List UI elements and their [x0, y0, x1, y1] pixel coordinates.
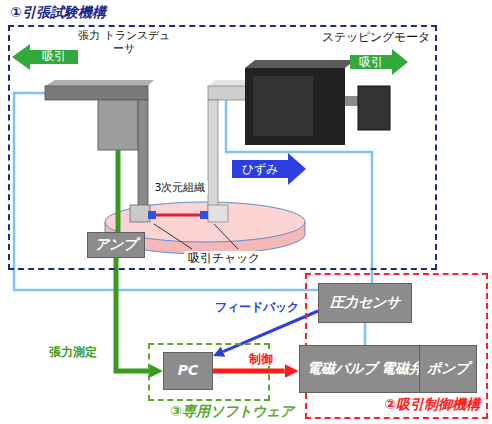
tension-transducer [98, 100, 138, 150]
arm-top-face [45, 80, 154, 86]
amplifier-box: アンプ [87, 232, 145, 258]
part-label: ステッピングモータ [322, 30, 434, 44]
part-label: 3次元組織 [152, 181, 208, 194]
box-label: アンプ [91, 236, 141, 254]
box-label: PC [174, 362, 203, 380]
connector [364, 323, 367, 345]
pc-box: PC [163, 352, 213, 390]
chuck-pad [200, 211, 208, 219]
connector [213, 369, 285, 374]
leader-line [154, 224, 192, 249]
suction-arrow [12, 44, 78, 70]
signal-wire [116, 150, 121, 232]
strain-arrow [232, 153, 306, 185]
region-heading: ②吸引制御機構 [384, 396, 480, 414]
box-label: 電磁バルブ 電磁弁 [303, 360, 428, 378]
edge-label: 張力測定 [48, 345, 98, 359]
edge-label: フィードバック [214, 300, 300, 314]
part-label: 吸引チャック [184, 251, 264, 265]
suction-chuck [208, 205, 228, 222]
part-label: 張力 トランスデューサ [76, 29, 172, 55]
box-label: ポンプ [423, 360, 473, 378]
valve-box: 電磁バルブ 電磁弁 [299, 345, 432, 393]
tissue-3d [156, 214, 200, 217]
pressure-sensor-box: 圧力センサ [318, 283, 412, 323]
edge-label: 制御 [248, 352, 274, 366]
stepping-motor [245, 68, 345, 145]
suction-control-region: ②吸引制御機構 圧力センサ電磁バルブ 電磁弁ポンプ [305, 273, 488, 419]
suction-chuck [130, 205, 150, 222]
arrow-label: 吸引 [30, 49, 78, 63]
motor-top-face [245, 60, 355, 68]
region-heading: ①引張試験機構 [10, 4, 106, 22]
transducer-arm [45, 86, 148, 100]
connector [116, 258, 149, 371]
motor-arm [208, 100, 218, 212]
transducer-arm [138, 100, 148, 212]
suction-arrow [350, 49, 408, 75]
box-label: 圧力センサ [326, 294, 404, 312]
motor-end-block [358, 86, 390, 130]
arrow-label: ひずみ [232, 162, 288, 176]
chuck-pad [148, 211, 156, 219]
arrow-label: 吸引 [350, 55, 392, 69]
pump-box: ポンプ [419, 345, 477, 393]
region-heading: ③専用ソフトウェア [170, 403, 294, 421]
leader-line [214, 224, 238, 249]
motor-face [253, 76, 313, 136]
